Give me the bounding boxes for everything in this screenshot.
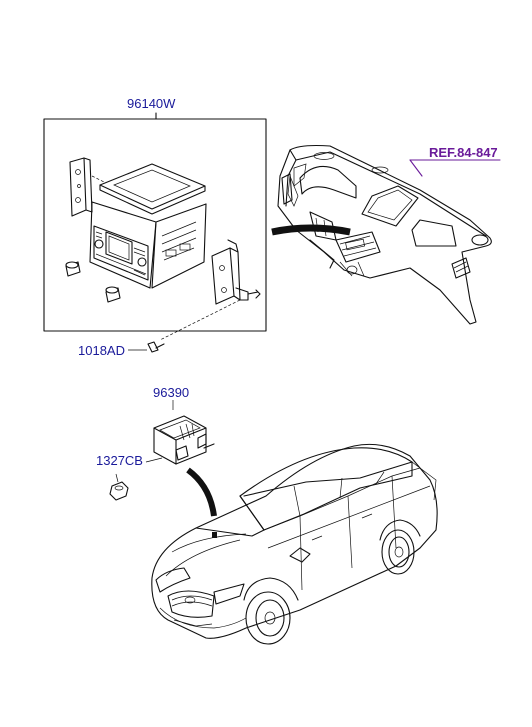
screw-part-label[interactable]: 1018AD <box>78 343 125 358</box>
nut-drawing <box>109 457 163 501</box>
dashboard-drawing <box>271 144 492 325</box>
reference-label[interactable]: REF.84-847 <box>429 145 498 160</box>
car-drawing <box>151 443 438 645</box>
head-unit-part-label[interactable]: 96140W <box>127 96 176 111</box>
screw-drawing <box>128 341 165 353</box>
nut-part-label[interactable]: 1327CB <box>96 453 143 468</box>
head-unit-drawing <box>65 157 261 341</box>
module-part-label[interactable]: 96390 <box>153 385 190 400</box>
module-drawing <box>153 400 217 517</box>
head-unit-box <box>43 112 267 332</box>
